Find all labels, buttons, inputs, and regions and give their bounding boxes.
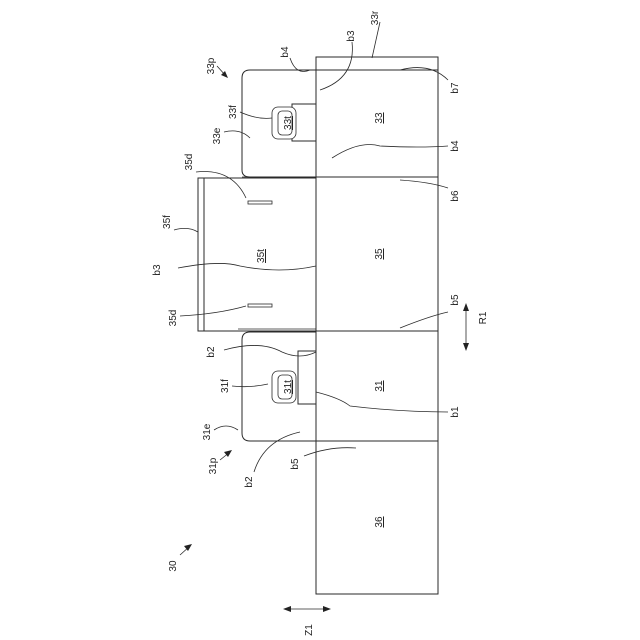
reference-labels: 33r 33p 33f 33e 35d 35f 35d 31f 31e 31p …: [162, 10, 381, 571]
label-b2-top: b2: [206, 346, 217, 358]
flap-35f-edge: [198, 178, 204, 331]
arrow-z1-head-right: [323, 606, 331, 612]
main-strip-outline: [316, 57, 438, 594]
label-r1: R1: [478, 311, 489, 324]
leader-35f: [174, 228, 198, 232]
arrow-r1-head-down: [463, 343, 469, 351]
leader-b3-left: [178, 263, 316, 270]
label-b3-top: b3: [346, 30, 357, 42]
label-33f: 33f: [228, 105, 239, 119]
label-35d-top: 35d: [184, 154, 195, 171]
slot-35d-top: [248, 201, 272, 204]
slot-35d-bottom: [248, 304, 272, 307]
panel-labels: 33 35 31 36 33t 35t 31t: [256, 112, 385, 528]
leader-b5-right: [400, 312, 448, 328]
main-panel-strip: [316, 57, 438, 594]
label-b4-right: b4: [450, 140, 461, 152]
arrow-r1-head-up: [463, 303, 469, 311]
label-panel-35t: 35t: [256, 249, 267, 263]
leader-33e: [224, 131, 250, 138]
flap-31p-notch: [298, 351, 316, 404]
direction-arrows: [180, 66, 469, 612]
label-b4-top: b4: [280, 46, 291, 58]
leader-33r: [372, 22, 380, 58]
label-figure-30: 30: [168, 560, 179, 572]
label-z1: Z1: [304, 624, 315, 636]
leader-b5-bottom: [304, 448, 356, 456]
arrow-z1-head-left: [283, 606, 291, 612]
label-33r: 33r: [370, 10, 381, 25]
leader-b1: [316, 392, 448, 412]
leader-b4-top: [290, 58, 310, 72]
leader-35d-bottom: [180, 306, 246, 316]
label-31p: 31p: [208, 457, 219, 474]
label-b2-bottom: b2: [244, 476, 255, 488]
label-panel-31t: 31t: [283, 380, 294, 394]
label-panel-31: 31: [374, 380, 385, 392]
leader-b3-top: [320, 42, 352, 90]
direction-labels: R1 Z1: [304, 311, 489, 636]
label-33p: 33p: [206, 57, 217, 74]
label-panel-33t: 33t: [283, 116, 294, 130]
label-panel-35: 35: [374, 248, 385, 260]
label-b3-left: b3: [152, 264, 163, 276]
leader-31e: [214, 426, 238, 430]
label-panel-36: 36: [374, 516, 385, 528]
label-31f: 31f: [220, 379, 231, 393]
label-33e: 33e: [212, 127, 223, 144]
leader-33f: [240, 112, 272, 118]
label-35d-bottom: 35d: [168, 310, 179, 327]
label-b6: b6: [450, 190, 461, 202]
label-b7: b7: [450, 82, 461, 94]
leader-31f: [232, 384, 268, 387]
label-panel-33: 33: [374, 112, 385, 124]
leader-b7: [400, 68, 448, 80]
label-35f: 35f: [162, 215, 173, 229]
leader-b4-right: [332, 145, 448, 159]
panel-33r-strip: [316, 57, 438, 70]
label-b5-right: b5: [450, 294, 461, 306]
label-b1: b1: [450, 406, 461, 418]
leader-b6: [400, 180, 448, 188]
label-b5-bottom: b5: [290, 458, 301, 470]
label-31e: 31e: [202, 423, 213, 440]
